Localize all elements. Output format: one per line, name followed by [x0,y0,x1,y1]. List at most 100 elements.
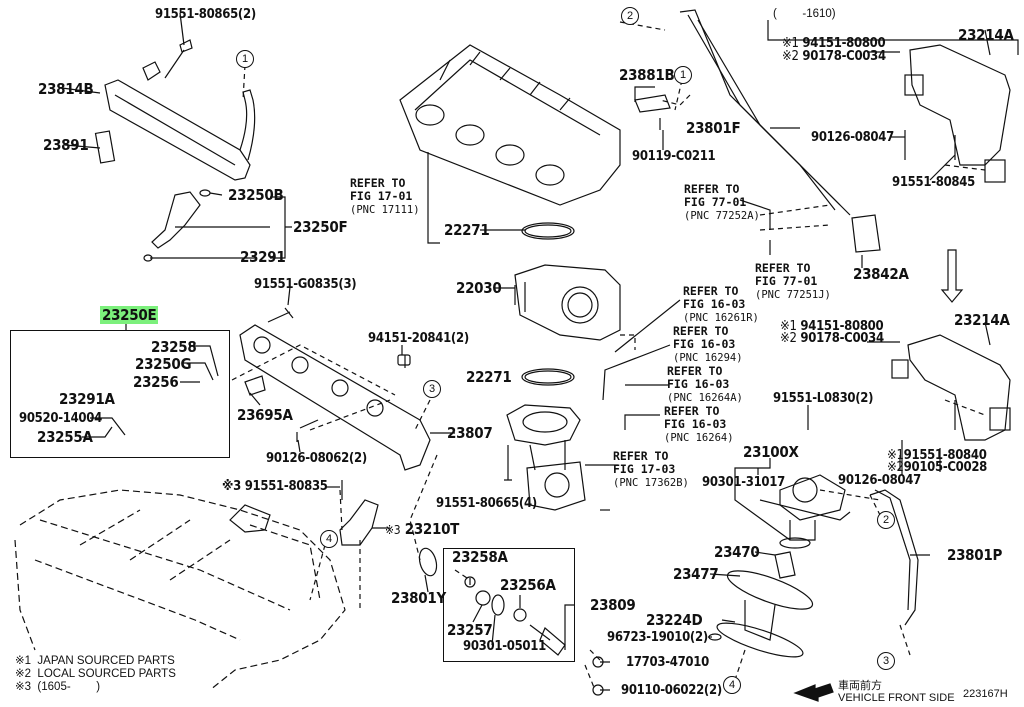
part-label[interactable]: 23224D [646,611,703,629]
part-label[interactable]: 23257 [447,621,493,639]
part-label[interactable]: ※3 91551-80835 [222,480,328,494]
clip-23695A [244,375,266,396]
part-label[interactable]: 90301-31017 [702,475,785,490]
bolt-91551-80665 [504,445,512,481]
part-number[interactable]: 90178-C0034 [802,49,886,64]
part-label[interactable]: 90119-C0211 [632,149,716,164]
bolt-91551-80865 [164,39,193,79]
part-label[interactable]: ※1 94151-80800 [782,36,886,51]
gasket-23224D [716,622,804,658]
part-label[interactable]: 90110-06022(2) [621,683,722,698]
part-label[interactable]: 94151-20841(2) [368,331,469,346]
part-number[interactable]: 94151-80800 [800,319,884,334]
part-label[interactable]: ※290105-C0028 [887,461,987,475]
part-label[interactable]: 91551-L0830(2) [773,391,874,406]
part-label[interactable]: 23470 [714,543,760,561]
part-label[interactable]: 90126-08062(2) [266,451,367,466]
lifter-23470 [774,551,796,579]
part-label[interactable]: 23214A [958,26,1014,44]
part-label[interactable]: 23256 [133,373,179,391]
part-label[interactable]: 91551-80865(2) [155,7,256,22]
reference-note[interactable]: REFER TO FIG 17-01 (PNC 17111) [350,176,420,217]
fuel-pipe-23801P [869,489,919,626]
gasket-23801Y [418,547,438,577]
part-label[interactable]: 23801Y [391,589,446,607]
part-label[interactable]: 23255A [37,428,93,446]
part-label[interactable]: 22271 [444,221,490,239]
part-label[interactable]: 90126-08047 [811,130,894,145]
part-label[interactable]: 23258A [452,548,508,566]
intake-manifold [399,44,621,206]
part-label[interactable]: 23807 [447,424,493,442]
part-label[interactable]: 23881B [619,66,675,84]
part-label[interactable]: 23801F [686,119,741,137]
reference-note[interactable]: REFER TO FIG 16-03 (PNC 16294) [673,324,743,365]
part-label[interactable]: 23250B [228,186,284,204]
part-label[interactable]: 23214A [954,311,1010,329]
part-label[interactable]: 23891 [43,136,89,154]
part-number[interactable]: 23210T [404,520,460,538]
fuel-pipe-23801F [679,9,851,216]
connector-23842A [851,214,881,253]
reference-note[interactable]: REFER TO FIG 17-03 (PNC 17362B) [613,449,689,490]
footnote-3: ※3 (1605- ) [15,681,101,693]
part-label[interactable]: 22271 [466,368,512,386]
part-number[interactable]: 94151-80800 [802,36,886,51]
part-number[interactable]: 91551-80840 [903,448,987,463]
stud-90126-08062 [299,419,319,429]
part-label[interactable]: ※2 90178-C0034 [780,332,884,346]
reference-note[interactable]: REFER TO FIG 77-01 (PNC 77252A) [684,182,760,223]
connector-circle-3: 3 [877,652,895,670]
bracket-23250F [270,196,292,259]
oring-90301-05011 [491,594,505,616]
part-label[interactable]: 23814B [38,80,94,98]
part-label[interactable]: 23250G [135,355,192,373]
part-label[interactable]: ※191551-80840 [887,449,987,463]
engine-outline [14,489,346,691]
part-label[interactable]: 23842A [853,265,909,283]
part-label[interactable]: 90520-14004 [19,411,102,426]
part-label[interactable]: 23100X [743,443,799,461]
gasket-22271-lower [521,368,575,386]
part-label[interactable]: 23695A [237,406,293,424]
reference-note[interactable]: REFER TO FIG 16-03 (PNC 16261R) [683,284,759,325]
part-label[interactable]: ※3 23210T [385,520,460,538]
part-number[interactable]: 91551-80835 [244,479,328,494]
connector-circle-1: 1 [674,66,692,84]
part-label[interactable]: 17703-47010 [626,655,709,670]
footnote-1: ※1 JAPAN SOURCED PARTS [15,655,175,667]
part-label-highlighted[interactable]: 23250E [100,306,159,324]
mark-3: ※3 [222,479,241,494]
figure-id: 223167H [963,688,1008,700]
selected-part-23250E[interactable]: 23250E [100,306,159,324]
part-label[interactable]: 91551-80845 [892,175,975,190]
part-label[interactable]: 96723-19010(2) [607,630,708,645]
part-label[interactable]: 90126-08047 [838,473,921,488]
part-label[interactable]: 23801P [947,546,1003,564]
mark-2: ※2 [782,49,799,64]
part-label[interactable]: 23250F [293,218,348,236]
part-number[interactable]: 90105-C0028 [903,460,988,475]
part-label[interactable]: 91551-80665(4) [436,496,537,511]
clamp-23881B [634,94,671,113]
reference-note[interactable]: REFER TO FIG 16-03 (PNC 16264A) [667,364,743,405]
connector-circle-4: 4 [723,676,741,694]
part-label[interactable]: 23291A [59,390,115,408]
mark-2: ※2 [887,460,904,475]
part-label[interactable]: 23477 [673,565,719,583]
part-label[interactable]: 23256A [500,576,556,594]
part-label[interactable]: 23809 [590,596,636,614]
part-number[interactable]: 90178-C0034 [800,331,884,346]
reference-note[interactable]: REFER TO FIG 16-03 (PNC 16264) [664,404,734,445]
part-label[interactable]: 23258 [151,338,197,356]
part-label[interactable]: 22030 [456,279,502,297]
part-label[interactable]: 91551-G0835(3) [254,277,357,292]
part-label[interactable]: 90301-05011 [463,639,546,654]
part-label[interactable]: ※2 90178-C0034 [782,50,886,64]
down-arrow [940,249,964,303]
reference-note[interactable]: REFER TO FIG 77-01 (PNC 77251J) [755,261,831,302]
part-label[interactable]: ※1 94151-80800 [780,319,884,334]
part-label[interactable]: 23291 [240,248,286,266]
connector-circle-3: 3 [423,380,441,398]
